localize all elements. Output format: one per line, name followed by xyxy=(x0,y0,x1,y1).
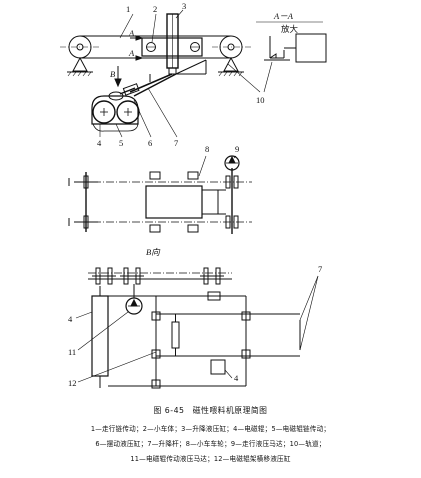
callout-10: 10 xyxy=(256,95,265,105)
callout-12: 12 xyxy=(68,378,77,388)
leaders-top xyxy=(99,9,184,138)
legend-line-3: 11—电磁辊传动液压马达；12—电磁辊架横移液压缸 xyxy=(130,455,291,463)
roller-drive-motor xyxy=(125,284,143,315)
callout-6: 6 xyxy=(148,138,152,148)
axle-left xyxy=(74,172,98,232)
callout-8: 8 xyxy=(205,144,209,154)
callout-3: 3 xyxy=(182,1,186,11)
figure-caption-title: 图 6-45 磁性喂料机原理简图 xyxy=(153,406,268,415)
magnetic-roller-assembly xyxy=(91,83,140,132)
view-b-label: B向 xyxy=(146,247,161,257)
legend-line-1: 1—走行链传动；2—小车体；3—升降液压缸；4—电磁辊；5—电磁辊链传动； xyxy=(90,425,331,433)
side-view xyxy=(60,9,252,138)
trolley-body xyxy=(141,37,203,57)
callout-1: 1 xyxy=(126,4,130,14)
callout-11: 11 xyxy=(68,347,76,357)
section-detail-aa xyxy=(227,21,327,93)
right-support xyxy=(218,56,244,77)
left-support xyxy=(67,56,93,77)
section-arrows xyxy=(130,35,144,61)
callout-labels: 1 2 3 A A B 4 5 6 7 A－A 放大 10 8 9 B向 7 4… xyxy=(68,1,322,388)
callout-4c: 4 xyxy=(234,373,239,383)
callout-7: 7 xyxy=(174,138,178,148)
lift-rod xyxy=(129,59,207,97)
leaders-bottom xyxy=(75,275,319,383)
callout-4b: 4 xyxy=(68,314,73,324)
arrow-a-top: A xyxy=(128,28,135,38)
callout-5: 5 xyxy=(119,138,123,148)
wheel-top-left xyxy=(149,171,161,180)
view-b xyxy=(75,267,319,389)
electromagnetic-roller xyxy=(91,295,109,377)
top-sprockets xyxy=(92,267,224,285)
trolley-plan-view xyxy=(68,155,252,234)
roller-small xyxy=(210,359,226,375)
section-label: A－A xyxy=(273,11,294,21)
callout-7b: 7 xyxy=(318,264,322,274)
legend-line-2: 6—摆动液压缸；7—升降杆；8—小车车轮；9—走行液压马达；10—轨道； xyxy=(95,440,326,448)
wheel-bottom-right xyxy=(187,224,199,233)
callout-9: 9 xyxy=(235,144,239,154)
zoom-label: 放大 xyxy=(281,24,299,34)
callout-4: 4 xyxy=(97,138,102,148)
lift-cylinder xyxy=(166,13,179,75)
travel-hydraulic-motor xyxy=(224,155,240,171)
axle-right xyxy=(202,168,239,234)
callout-2: 2 xyxy=(153,4,157,14)
roller-motor-box xyxy=(207,291,221,301)
arrow-b: B xyxy=(110,69,115,79)
frame-shift-cylinder xyxy=(171,314,180,356)
wheel-bottom-left xyxy=(149,224,161,233)
view-b-arrow xyxy=(114,66,122,88)
wheel-top-right xyxy=(187,171,199,180)
arrow-a-bottom: A xyxy=(128,48,135,58)
